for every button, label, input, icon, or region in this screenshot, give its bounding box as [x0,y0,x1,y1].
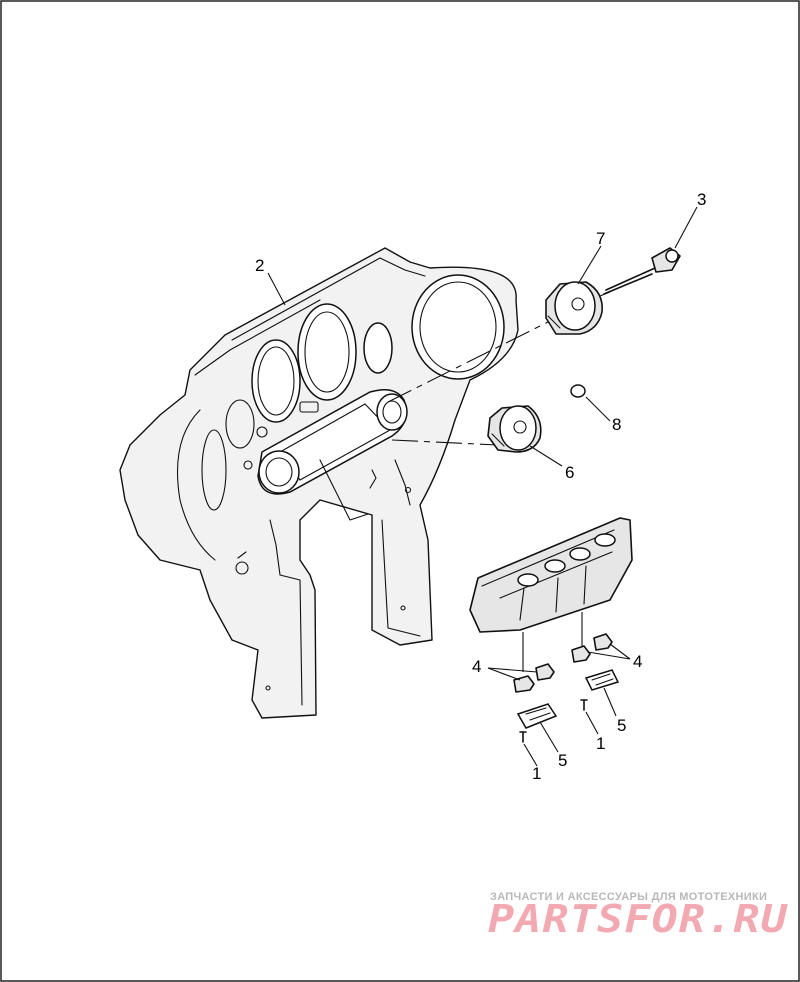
callout-3: 3 [697,190,706,209]
center-lines [387,321,549,446]
callout-labels: 2 3 7 8 6 4 4 5 5 1 1 [255,190,706,783]
tweeter-part-3 [603,247,681,295]
mount-plates-part-5 [516,669,620,729]
watermark-logo: PARTSFOR.RU [488,897,788,941]
callout-4-right: 4 [633,652,642,671]
speaker-part-7 [545,281,611,335]
watermark-tagline: ЗАПЧАСТИ И АКСЕССУАРЫ ДЛЯ МОТОТЕХНИКИ [490,891,767,903]
screws-part-1 [519,699,588,743]
callout-5-left: 5 [558,751,567,770]
assembly-lines [522,612,583,672]
watermark: ЗАПЧАСТИ И АКСЕССУАРЫ ДЛЯ МОТОТЕХНИКИ PA… [488,891,788,941]
switch-caps-part-4 [513,633,613,693]
callout-4-left: 4 [472,657,481,676]
callout-5-right: 5 [617,716,626,735]
callout-8: 8 [612,415,621,434]
callout-1-left: 1 [532,764,541,783]
leader-lines [267,206,698,767]
switch-housing [469,517,633,633]
callout-7: 7 [596,229,605,248]
inner-fairing-part-2 [119,247,519,719]
grommet-part-8 [570,384,586,398]
speaker-part-6 [487,405,542,453]
callout-2: 2 [255,256,264,275]
callout-1-right: 1 [596,734,605,753]
callout-6: 6 [565,463,574,482]
